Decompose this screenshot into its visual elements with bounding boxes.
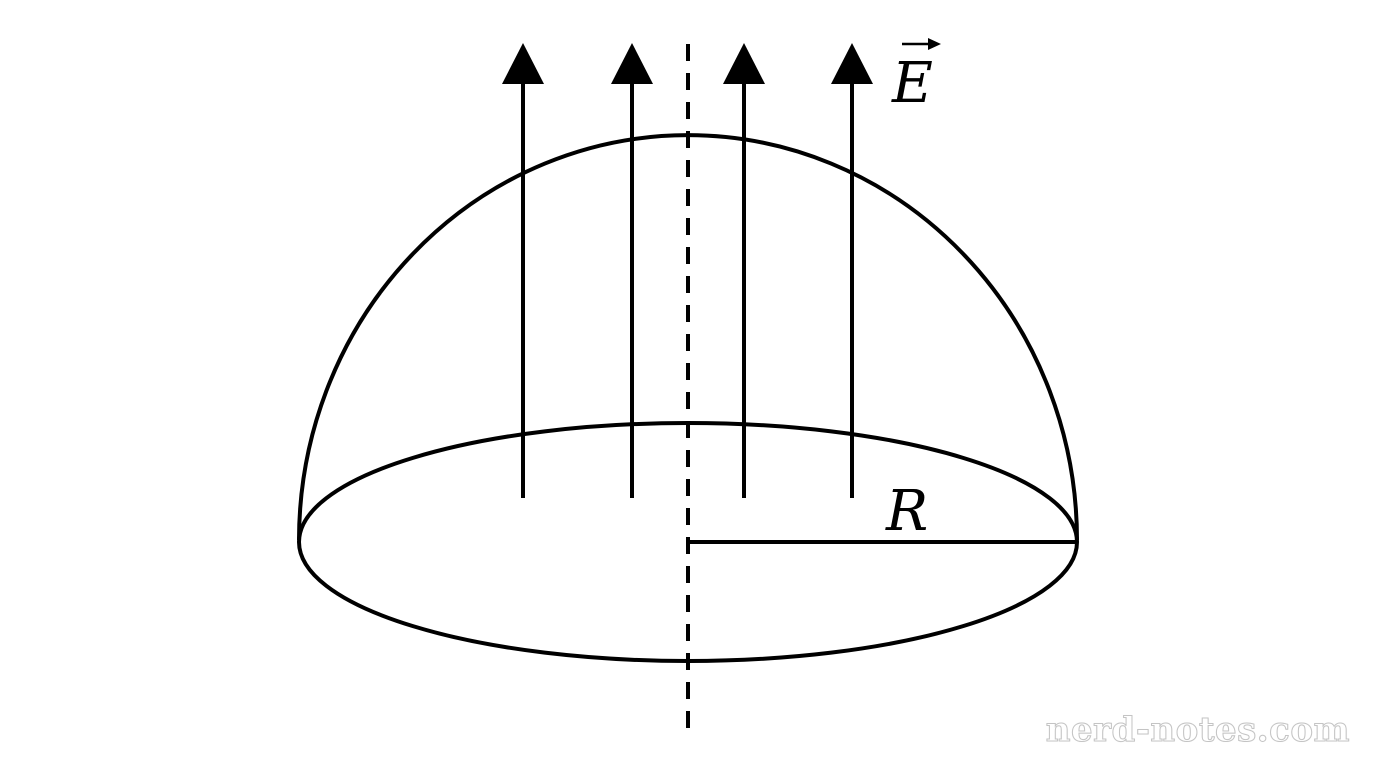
- field-line-4: [831, 43, 873, 498]
- field-line-2: [611, 43, 653, 498]
- radius-label: R: [885, 479, 928, 544]
- arrowhead-icon: [611, 43, 653, 84]
- field-symbol: E: [891, 51, 933, 116]
- vector-arrow-icon: [928, 38, 941, 50]
- field-line-3: [723, 43, 765, 498]
- arrowhead-icon: [723, 43, 765, 84]
- arrowhead-icon: [502, 43, 544, 84]
- arrowhead-icon: [831, 43, 873, 84]
- field-line-1: [502, 43, 544, 498]
- watermark: nerd-notes.com: [1045, 710, 1350, 751]
- field-vector-label: E: [891, 38, 941, 116]
